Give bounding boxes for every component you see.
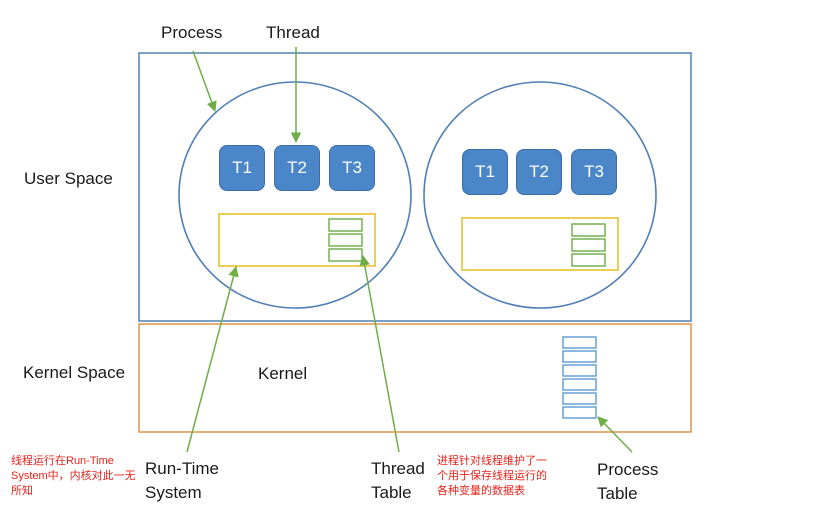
runtime-system-label-line2: System	[145, 483, 202, 502]
thread-table-1	[328, 218, 363, 262]
process-label: Process	[161, 23, 223, 42]
runtime-system-label-line1: Run-Time	[145, 459, 219, 478]
process-arrow	[192, 50, 217, 112]
process-circle-2	[423, 81, 657, 309]
process-table-cell	[562, 378, 597, 391]
thread-table-cell	[571, 238, 606, 252]
thread-table-cell	[328, 248, 363, 262]
thread-box: T2	[274, 145, 320, 191]
process-table-label-line1: Process	[597, 460, 659, 479]
runtime-system-arrow	[186, 265, 239, 453]
thread-table-cell	[571, 253, 606, 267]
process-table-arrow	[597, 416, 633, 453]
process-table-cell	[562, 406, 597, 419]
thread-table-note: 进程针对线程维护了一个用于保存线程运行的各种变量的数据表	[437, 455, 547, 497]
thread-table-cell	[571, 223, 606, 237]
runtime-system-label: Run-Time System	[145, 457, 219, 505]
runtime-system-box-1	[218, 213, 376, 267]
thread-box: T3	[571, 149, 617, 195]
thread-box: T3	[329, 145, 375, 191]
process-table	[562, 336, 597, 419]
process-table-cell	[562, 364, 597, 377]
process-table-label: Process Table	[597, 458, 658, 506]
kernel-label: Kernel	[258, 364, 308, 383]
thread-table-label-line2: Table	[371, 483, 412, 502]
thread-table-arrow	[359, 254, 400, 453]
process-table-cell	[562, 336, 597, 349]
thread-box: T1	[462, 149, 508, 195]
process-circle-1	[178, 81, 412, 309]
thread-table-cell	[328, 218, 363, 232]
thread-label: Thread	[266, 23, 320, 42]
process-table-label-line2: Table	[597, 484, 638, 503]
process-table-cell	[562, 350, 597, 363]
thread-table-label: Thread Table	[371, 457, 425, 505]
thread-table-2	[571, 223, 606, 267]
kernel-space-label: Kernel Space	[23, 363, 126, 382]
user-space-region	[138, 52, 692, 322]
runtime-note: 线程运行在Run-Time System中，内核对此一无所知	[11, 455, 136, 497]
process-table-cell	[562, 392, 597, 405]
thread-table-cell	[328, 233, 363, 247]
thread-box: T1	[219, 145, 265, 191]
runtime-system-box-2	[461, 217, 619, 271]
user-space-label: User Space	[24, 169, 113, 188]
kernel-space-region	[138, 323, 692, 433]
thread-box: T2	[516, 149, 562, 195]
thread-table-label-line1: Thread	[371, 459, 425, 478]
